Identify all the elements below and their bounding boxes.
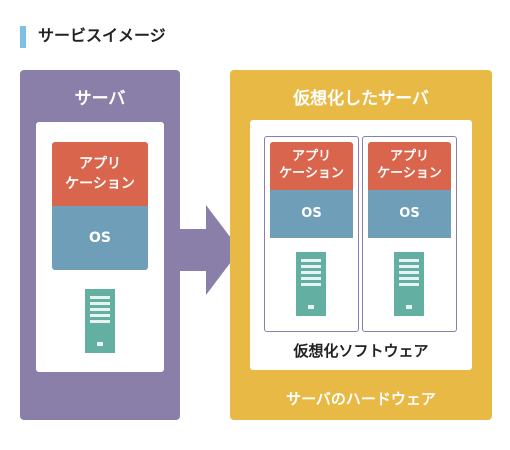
vm1-application-block: アプリ ケーション	[270, 142, 353, 190]
server-tower-icon	[296, 252, 326, 316]
heading-accent-bar	[20, 26, 26, 48]
server-tower-icon	[394, 252, 424, 316]
physical-os-block: OS	[52, 206, 148, 270]
server-hardware-label: サーバのハードウェア	[286, 390, 436, 408]
physical-application-block: アプリ ケーション	[52, 142, 148, 206]
application-label-line1: アプリ	[79, 156, 121, 172]
vm2-application-block: アプリ ケーション	[368, 142, 451, 190]
application-label-line1: アプリ	[389, 149, 429, 164]
virtualization-software-label: 仮想化ソフトウェア	[293, 342, 429, 360]
page-title: サービスイメージ	[38, 26, 166, 45]
vm1-os-block: OS	[270, 190, 353, 238]
application-label-line2: ケーション	[279, 166, 344, 181]
server-tower-icon	[85, 289, 115, 353]
application-label-line2: ケーション	[65, 176, 135, 192]
physical-server-title: サーバ	[74, 89, 126, 109]
virtualized-server-title: 仮想化したサーバ	[293, 89, 429, 109]
right-arrow-icon	[178, 205, 240, 295]
application-label-line1: アプリ	[291, 149, 331, 164]
vm2-os-block: OS	[368, 190, 451, 238]
application-label-line2: ケーション	[377, 166, 442, 181]
